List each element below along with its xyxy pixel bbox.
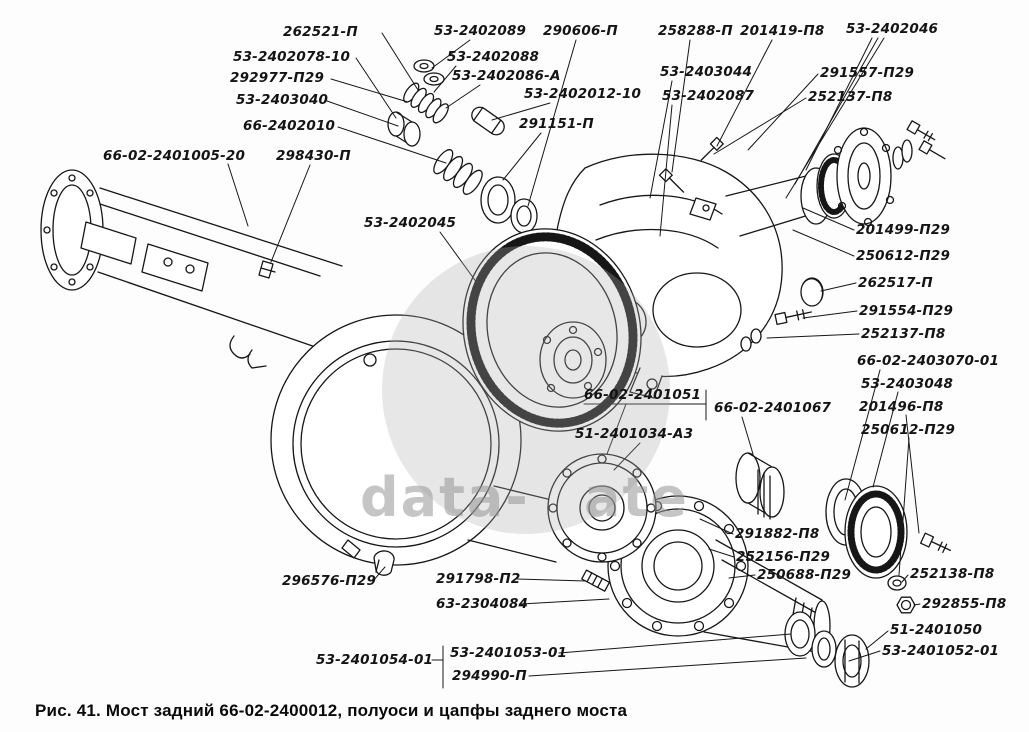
small-spring (403, 82, 449, 124)
figure-caption: Рис. 41. Мост задний 66-02-2400012, полу… (35, 701, 628, 720)
wheel-hub (581, 495, 831, 653)
trunnion-bearing (825, 478, 952, 614)
splined-coupling (735, 452, 785, 520)
ring-gear (462, 228, 647, 432)
spindle-nuts-seals (784, 611, 870, 688)
differential-lock-parts (387, 59, 538, 234)
lock-pin (471, 106, 505, 136)
breather-plug (373, 550, 395, 576)
axle-shaft-flange (547, 453, 657, 563)
axle-housing (40, 169, 561, 566)
large-spring (433, 149, 483, 195)
leader-lines (227, 32, 921, 689)
